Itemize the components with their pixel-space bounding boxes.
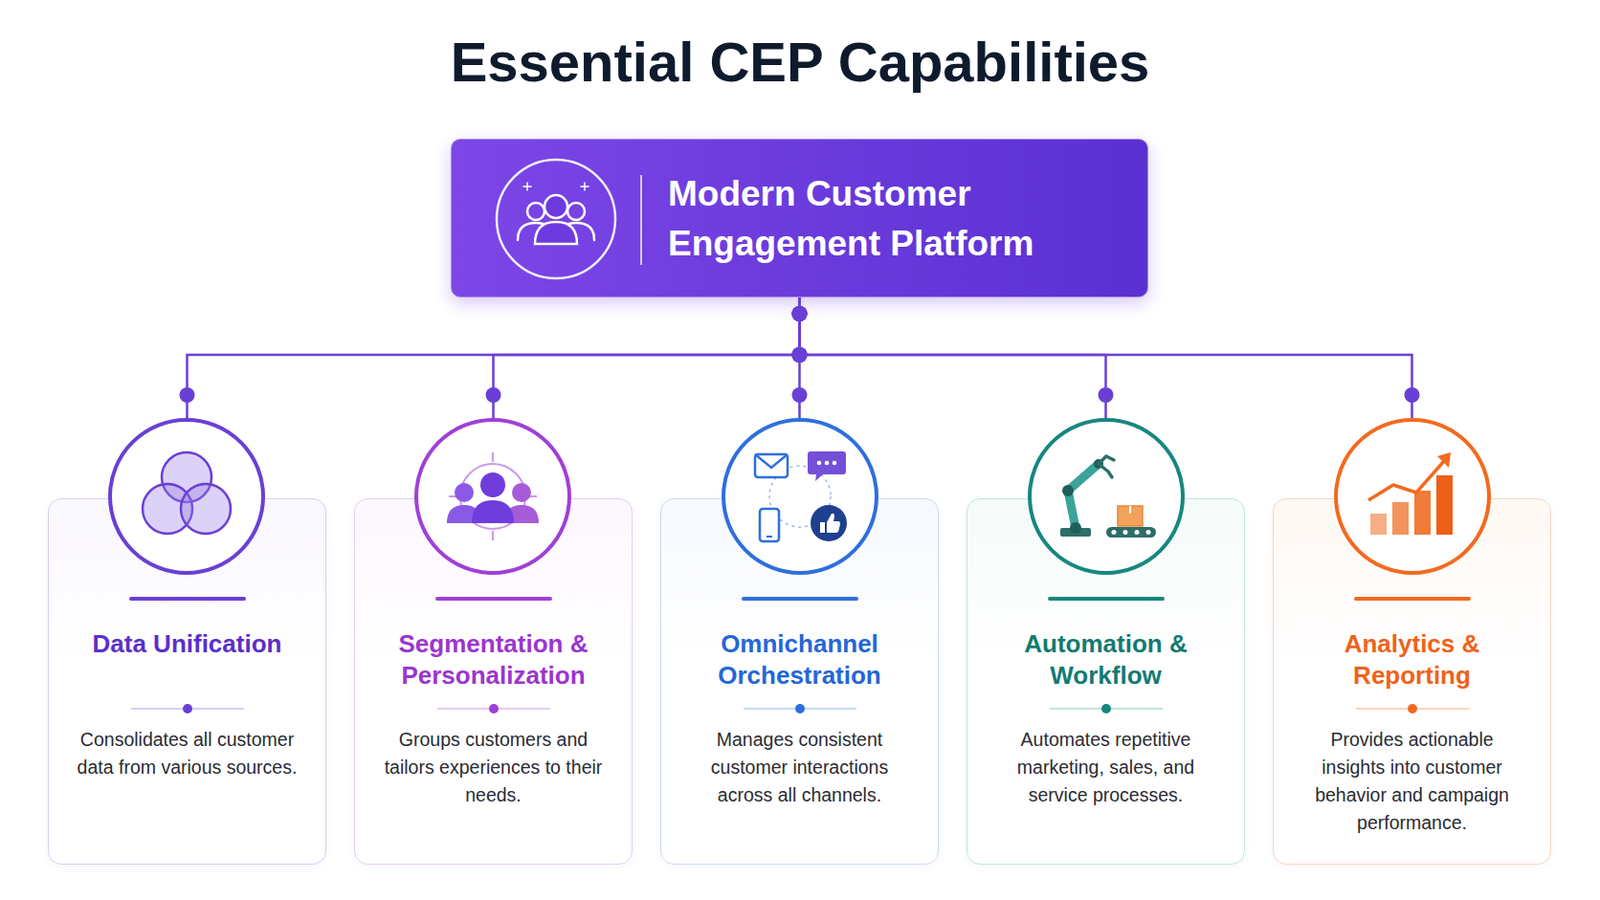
divider-dot: [795, 704, 805, 714]
connector-dot: [792, 347, 808, 363]
card-body: Provides actionable insights into custom…: [1296, 726, 1528, 838]
connector-dot: [792, 306, 808, 322]
divider-line: [640, 175, 643, 266]
people-icon: [496, 159, 616, 279]
connector-dot: [792, 347, 808, 363]
card-body: Automates repetitive marketing, sales, a…: [990, 726, 1222, 810]
accent-bar: [1354, 597, 1471, 601]
connector-dot: [792, 306, 808, 322]
connector-dot: [179, 387, 196, 403]
connector-dot: [792, 306, 808, 322]
divider-dot: [488, 704, 499, 714]
capability-card: Analytics & ReportingProvides actionable…: [1272, 418, 1552, 866]
connector-dot: [792, 347, 808, 363]
connector-line: [800, 297, 1413, 419]
card-heading: Data Unification: [57, 628, 317, 661]
card-body: Manages consistent customer interactions…: [684, 726, 915, 810]
connector-dot: [486, 387, 502, 403]
divider-dot: [1407, 704, 1418, 714]
card-heading: Segmentation & Personalization: [363, 628, 623, 692]
platform-title: Modern Customer Engagement Platform: [667, 169, 1099, 269]
capability-card: Omnichannel OrchestrationManages consist…: [660, 418, 939, 866]
venn-icon: [110, 420, 264, 574]
accent-bar: [1047, 597, 1165, 601]
diagram-title: Essential CEP Capabilities: [0, 28, 1600, 96]
segment-icon: [416, 420, 570, 574]
connector-dot: [792, 387, 808, 403]
bar-chart-icon: [1335, 420, 1489, 574]
card-body: Groups customers and tailors experiences…: [377, 726, 609, 810]
capability-card: Automation & WorkflowAutomates repetitiv…: [966, 418, 1245, 866]
card-background: [47, 498, 327, 866]
connector-dot: [1098, 387, 1114, 403]
channels-icon: [723, 420, 877, 574]
capability-card: Data UnificationConsolidates all custome…: [47, 418, 327, 866]
robot-arm-icon: [1029, 420, 1183, 574]
accent-bar: [129, 597, 246, 601]
connector-dot: [792, 306, 808, 322]
platform-box: Modern Customer Engagement Platform: [450, 138, 1149, 298]
accent-bar: [741, 597, 859, 601]
accent-bar: [435, 597, 553, 601]
connector-dot: [1404, 387, 1421, 403]
connector-line: [800, 297, 1107, 419]
connector-dot: [792, 347, 808, 363]
connector-dot: [792, 306, 808, 322]
card-body: Consolidates all customer data from vari…: [71, 726, 303, 782]
card-heading: Analytics & Reporting: [1282, 628, 1542, 692]
divider-dot: [182, 704, 193, 714]
capability-card: Segmentation & PersonalizationGroups cus…: [354, 418, 633, 866]
connector-line: [187, 297, 800, 419]
card-heading: Omnichannel Orchestration: [669, 628, 930, 692]
card-heading: Automation & Workflow: [976, 628, 1236, 692]
connector-line: [493, 297, 800, 419]
divider-dot: [1101, 704, 1112, 714]
connector-dot: [792, 347, 808, 363]
